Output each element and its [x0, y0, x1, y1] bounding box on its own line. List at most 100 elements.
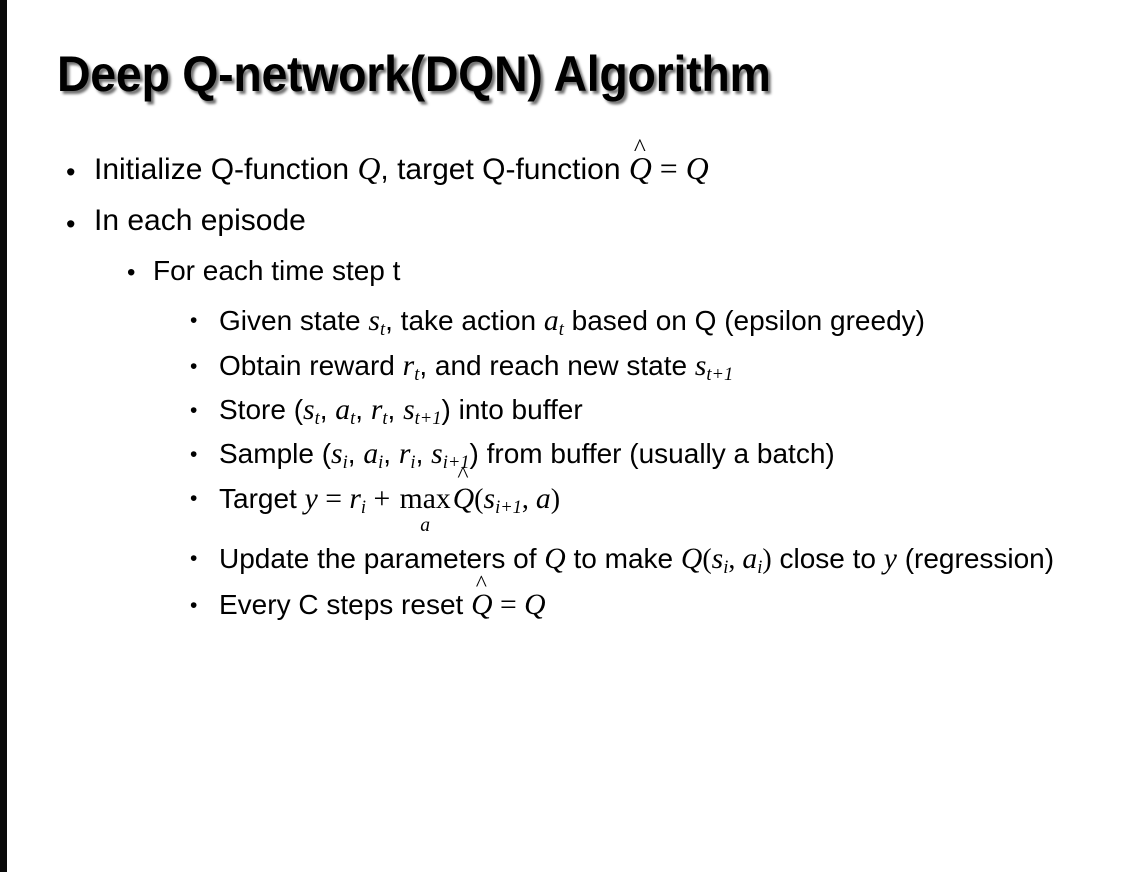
bullet-text-reset-target: Every C steps reset ^Q = Q [219, 572, 1099, 626]
math-var-q: Q [680, 543, 703, 576]
text-run: Sample ( [219, 438, 332, 469]
math-sub-i-plus-1: i+1 [442, 452, 470, 473]
math-var-q-hat: ^Q [453, 464, 474, 521]
math-paren-close: ) [762, 544, 772, 576]
slide-title: Deep Q-network(DQN) Algorithm [57, 46, 771, 102]
math-max-label: max [399, 483, 451, 515]
bullet-text-initialize: Initialize Q-function Q, target Q-functi… [94, 134, 1054, 191]
bullet-list: • Initialize Q-function Q, target Q-func… [0, 134, 1124, 628]
math-sub-i: i [723, 557, 729, 578]
text-run: , [415, 438, 432, 469]
math-var-s: s [303, 394, 315, 426]
math-paren-open: ( [702, 544, 712, 576]
bullet-item-sample: • Sample (si, ai, ri, si+1) from buffer … [0, 433, 1124, 475]
text-run: (regression) [896, 543, 1055, 575]
math-sub-i-plus-1: i+1 [495, 497, 522, 518]
math-var-r: r [349, 483, 361, 515]
math-var-a: a [535, 483, 551, 515]
bullet-marker: • [190, 487, 198, 510]
math-var-s: s [711, 543, 724, 576]
text-run: close to [771, 543, 884, 575]
text-run: Store ( [219, 394, 304, 425]
text-run: , [319, 394, 336, 425]
math-sub-t: t [558, 319, 564, 340]
bullet-text-given-state: Given state st, take action at based on … [219, 299, 1099, 343]
text-run: Given state [219, 305, 369, 336]
math-equals: = [492, 589, 525, 622]
math-var-s: s [431, 438, 443, 470]
math-var-s: s [368, 305, 380, 337]
bullet-marker: • [190, 355, 198, 378]
math-var-q: Q [357, 151, 381, 186]
bullet-marker: • [190, 594, 198, 618]
math-var-q: Q [544, 543, 566, 576]
bullet-marker: • [190, 399, 198, 422]
bullet-item-reset-target: • Every C steps reset ^Q = Q [0, 572, 1124, 626]
math-var-a: a [363, 438, 379, 470]
math-sub-t: t [382, 408, 388, 429]
math-sub-t-plus-1: t+1 [414, 408, 442, 429]
text-run: based on Q (epsilon greedy) [563, 305, 925, 336]
text-run: , take action [385, 305, 544, 336]
math-var-q-base: Q [628, 151, 652, 186]
math-equals: = [651, 151, 686, 186]
math-sub-i: i [360, 497, 367, 518]
slide-left-edge-band [0, 0, 7, 872]
text-run: to make [565, 543, 681, 575]
text-run: , target Q-function [380, 153, 629, 186]
math-comma: , [728, 544, 743, 576]
bullet-item-in-each-episode: • In each episode [0, 200, 1124, 242]
bullet-text-obtain-reward: Obtain reward rt, and reach new state st… [219, 345, 1099, 387]
text-run: , [387, 394, 404, 425]
bullet-marker: • [66, 157, 76, 187]
hat-accent: ^ [475, 570, 487, 597]
math-comma: , [521, 484, 536, 515]
math-var-q-hat: ^Q [628, 134, 652, 190]
math-var-q-hat: ^Q [471, 572, 493, 626]
math-var-q-base: Q [471, 589, 493, 622]
text-run: , [355, 394, 371, 425]
math-plus: + [366, 483, 398, 515]
math-var-s: s [694, 350, 707, 382]
bullet-marker: • [190, 443, 198, 466]
bullet-item-update: • Update the parameters of Q to make Q(s… [0, 537, 1124, 582]
math-var-q: Q [524, 589, 546, 622]
text-run: Update the parameters of [219, 543, 545, 575]
math-paren-close: ) [550, 484, 561, 515]
math-var-y: y [304, 483, 318, 515]
math-var-y: y [883, 543, 897, 576]
text-run: Every C steps reset [219, 589, 472, 621]
hat-accent: ^ [457, 462, 469, 489]
math-sub-t: t [379, 319, 386, 340]
math-var-r: r [370, 394, 383, 426]
math-var-a: a [543, 305, 559, 337]
math-sub-i: i [410, 452, 416, 473]
math-sub-t: t [350, 408, 356, 429]
bullet-marker: • [190, 309, 198, 332]
math-var-s: s [403, 394, 415, 426]
bullet-marker: • [66, 209, 76, 239]
text-run: Initialize Q-function [94, 153, 358, 186]
bullet-text-in-each-episode: In each episode [94, 204, 306, 237]
math-equals: = [317, 483, 350, 515]
math-var-a: a [742, 543, 758, 576]
math-var-s: s [331, 438, 343, 470]
text-run: , [383, 438, 399, 469]
bullet-marker: • [190, 547, 198, 571]
text-run: , [347, 438, 364, 469]
text-run: ) into buffer [441, 394, 583, 425]
math-sub-i: i [342, 452, 348, 473]
math-sub-t: t [314, 408, 320, 429]
bullet-text-update: Update the parameters of Q to make Q(si,… [219, 537, 1099, 582]
bullet-item-initialize: • Initialize Q-function Q, target Q-func… [0, 134, 1124, 191]
math-max-underset-a: a [420, 514, 431, 536]
bullet-item-given-state: • Given state st, take action at based o… [0, 299, 1124, 343]
math-paren-open: ( [474, 484, 484, 515]
text-run: Target [219, 483, 305, 514]
bullet-text-sample: Sample (si, ai, ri, si+1) from buffer (u… [219, 433, 1099, 475]
math-var-r: r [398, 438, 411, 470]
